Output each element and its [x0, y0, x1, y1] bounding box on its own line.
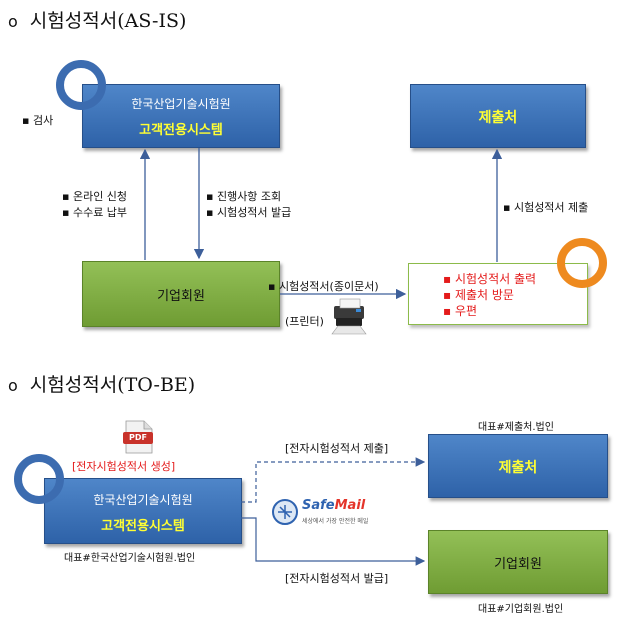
safemail-globe-icon	[272, 499, 298, 525]
tobe-submit-box: 제출처	[428, 434, 608, 498]
system-rep-label: 대표#한국산업기술시험원.법인	[64, 553, 196, 564]
tobe-system-box: 한국산업기술시험원 고객전용시스템	[44, 478, 242, 544]
asis-actions-ring	[557, 238, 607, 288]
submit-flow-label: [전자시험성적서 제출]	[285, 442, 389, 455]
action-mail: ▪ 우편	[443, 304, 478, 318]
asis-arrows	[139, 148, 503, 335]
safemail-logo: SafeMail 세상에서 가장 안전한 메일	[270, 497, 380, 529]
report-submit-label: ▪ 시험성적서 제출	[503, 201, 589, 214]
safemail-logo-prefix: Safe	[302, 498, 335, 513]
fee-payment-label: ▪ 수수료 납부	[62, 206, 128, 219]
tobe-member-label: 기업회원	[494, 557, 542, 572]
printer-icon	[331, 298, 367, 335]
member-rep-label: 대표#기업회원.법인	[478, 604, 564, 615]
pdf-icon: PDF	[122, 420, 154, 454]
tobe-system-name: 고객전용시스템	[101, 519, 185, 534]
tobe-system-org: 한국산업기술시험원	[93, 493, 193, 507]
progress-check-label: ▪ 진행사항 조회	[206, 190, 282, 203]
tobe-heading-bullet: o	[8, 376, 18, 395]
generate-label: [전자시험성적서 생성]	[72, 460, 176, 473]
arrow-system-to-member-tobe	[241, 517, 426, 566]
asis-actions-box: ▪ 시험성적서 출력 ▪ 제출처 방문 ▪ 우편	[408, 263, 588, 325]
asis-system-name: 고객전용시스템	[139, 123, 223, 138]
tobe-submit-label: 제출처	[498, 460, 538, 476]
submit-rep-label: 대표#제출처.법인	[478, 422, 554, 433]
issue-flow-label: [전자시험성적서 발급]	[285, 572, 389, 585]
inspection-label: ▪ 검사	[22, 114, 54, 127]
tobe-member-box: 기업회원	[428, 530, 608, 594]
report-issue-label: ▪ 시험성적서 발급	[206, 206, 292, 219]
asis-submit-box: 제출처	[410, 84, 586, 148]
asis-member-box: 기업회원	[82, 261, 280, 327]
tobe-system-ring	[14, 454, 64, 504]
asis-system-org: 한국산업기술시험원	[131, 97, 231, 111]
arrow-system-to-submit	[241, 457, 426, 503]
apply-online-label: ▪ 온라인 신청	[62, 190, 128, 203]
asis-heading: o 시험성적서(AS-IS)	[8, 6, 186, 33]
action-print: ▪ 시험성적서 출력	[443, 272, 537, 286]
tobe-arrows	[241, 457, 426, 566]
pdf-label: PDF	[129, 433, 147, 442]
asis-system-box: 한국산업기술시험원 고객전용시스템	[82, 84, 280, 148]
paper-report-label: ▪ 시험성적서(종이문서)	[268, 280, 379, 293]
asis-system-ring	[56, 60, 106, 110]
action-visit: ▪ 제출처 방문	[443, 288, 514, 302]
asis-submit-label: 제출처	[478, 110, 518, 126]
asis-heading-text: 시험성적서(AS-IS)	[29, 10, 187, 32]
safemail-tagline: 세상에서 가장 안전한 메일	[302, 518, 369, 525]
tobe-heading: o 시험성적서(TO-BE)	[8, 370, 195, 397]
tobe-heading-text: 시험성적서(TO-BE)	[29, 374, 196, 396]
safemail-logo-suffix: Mail	[334, 498, 366, 513]
printer-label: (프린터)	[285, 315, 324, 328]
asis-heading-bullet: o	[8, 12, 18, 31]
asis-member-label: 기업회원	[157, 289, 205, 304]
